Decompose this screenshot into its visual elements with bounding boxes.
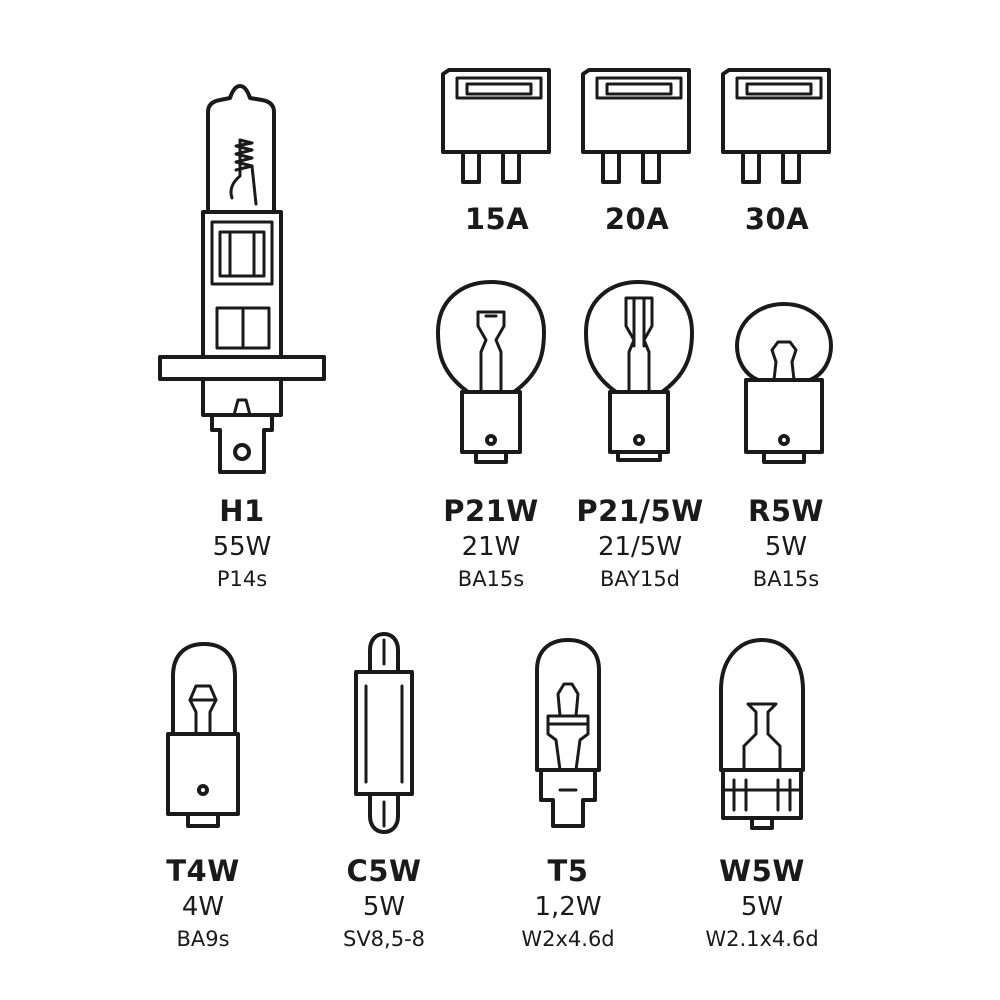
bulb-name: C5W <box>346 854 422 888</box>
bulb-power: 5W <box>740 892 784 922</box>
bulb-name: T4W <box>166 854 240 888</box>
c5w-bulb-icon <box>354 632 414 834</box>
t4w-label: T4W 4W BA9s <box>103 857 303 950</box>
fuse-30a-label: 30A <box>744 202 810 236</box>
h1-label: H1 55W P14s <box>142 497 342 590</box>
bulb-base: W2.1x4.6d <box>705 927 819 951</box>
t4w-bulb-icon <box>166 642 240 828</box>
w5w-bulb-icon <box>719 638 805 830</box>
p21-5w-label: P21/5W 21/5W BAY15d <box>540 497 740 590</box>
bulb-power: 1,2W <box>534 892 602 922</box>
p21w-bulb-icon <box>436 280 546 464</box>
fuse-15a-label: 15A <box>464 202 530 236</box>
bulb-base: W2x4.6d <box>521 927 615 951</box>
bulb-power: 55W <box>212 532 272 562</box>
p21w-label: P21W 21W BA15s <box>391 497 591 590</box>
fuse-20a-label: 20A <box>604 202 670 236</box>
bulb-power: 5W <box>362 892 406 922</box>
fuse-30a-icon <box>721 68 831 184</box>
w5w-label: W5W 5W W2.1x4.6d <box>662 857 862 950</box>
fuse-20a-icon <box>581 68 691 184</box>
bulb-base: P14s <box>216 567 268 591</box>
h1-bulb-icon <box>158 84 326 474</box>
fuse-15a-icon <box>441 68 551 184</box>
bulb-power: 5W <box>764 532 808 562</box>
bulb-name: H1 <box>219 494 265 528</box>
t5-label: T5 1,2W W2x4.6d <box>468 857 668 950</box>
bulb-base: SV8,5-8 <box>342 927 426 951</box>
bulb-base: BA9s <box>176 927 230 951</box>
bulb-base: BA15s <box>752 567 820 591</box>
bulb-power: 21W <box>461 532 521 562</box>
bulb-name: T5 <box>547 854 589 888</box>
bulb-name: R5W <box>748 494 824 528</box>
bulb-base: BAY15d <box>599 567 681 591</box>
bulb-name: P21W <box>443 494 539 528</box>
bulb-name: P21/5W <box>576 494 704 528</box>
bulb-base: BA15s <box>457 567 525 591</box>
r5w-label: R5W 5W BA15s <box>686 497 886 590</box>
bulb-power: 4W <box>181 892 225 922</box>
t5-bulb-icon <box>535 638 601 828</box>
r5w-bulb-icon <box>735 302 833 464</box>
bulb-name: W5W <box>719 854 805 888</box>
c5w-label: C5W 5W SV8,5-8 <box>284 857 484 950</box>
p21-5w-bulb-icon <box>584 280 694 462</box>
bulb-power: 21/5W <box>597 532 683 562</box>
